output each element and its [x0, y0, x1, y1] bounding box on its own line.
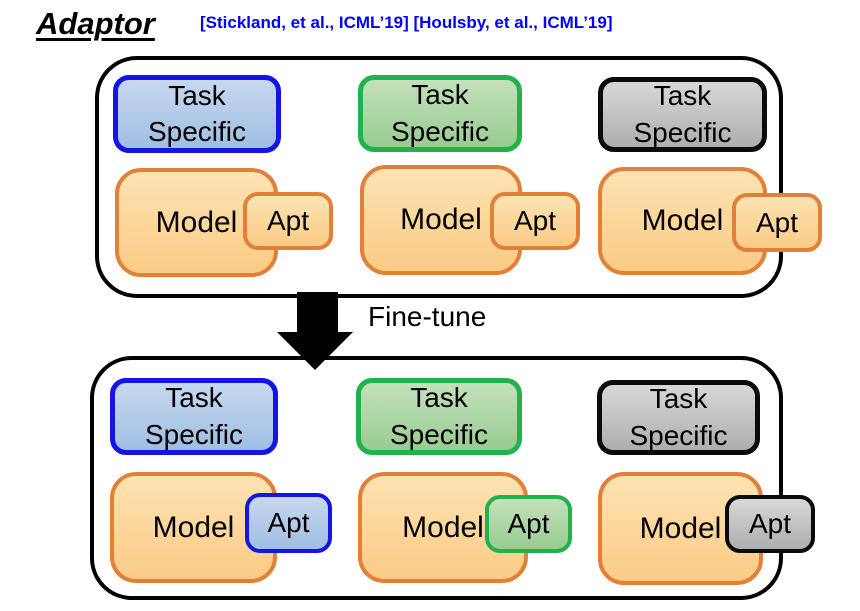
task-specific-label-line1: Task — [410, 382, 468, 414]
adapter-label: Apt — [266, 205, 310, 236]
adapter-label: Apt — [507, 508, 550, 539]
page-title: Adaptor — [36, 6, 155, 41]
model-box: Model — [358, 472, 528, 583]
model-label: Model — [400, 203, 482, 236]
task-specific-label-line2: Specific — [390, 115, 490, 147]
adapter-box: Apt — [725, 495, 815, 553]
fine-tune-label: Fine-tune — [368, 301, 487, 332]
adapter-label: Apt — [513, 205, 557, 236]
adapter-label: Apt — [755, 206, 799, 238]
task-specific-label-line2: Specific — [147, 116, 247, 147]
task-specific-box: Task Specific — [597, 380, 760, 455]
task-specific-box: Task Specific — [598, 77, 767, 152]
task-specific-label-line2: Specific — [629, 419, 728, 451]
adapter-box: Apt — [243, 192, 333, 250]
model-label: Model — [639, 511, 722, 545]
task-specific-label-line1: Task — [168, 79, 226, 111]
task-specific-label-line2: Specific — [633, 116, 732, 148]
task-specific-label-line1: Task — [649, 383, 708, 415]
task-specific-label-line1: Task — [411, 79, 469, 111]
adapter-label: Apt — [267, 507, 310, 538]
adapter-box: Apt — [245, 493, 332, 553]
task-specific-box: Task Specific — [110, 378, 278, 455]
task-specific-label-line2: Specific — [389, 418, 489, 450]
model-label: Model — [641, 204, 724, 237]
adapter-box: Apt — [490, 192, 580, 250]
task-specific-label-line1: Task — [653, 80, 712, 112]
model-label: Model — [152, 510, 235, 544]
task-specific-box: Task Specific — [356, 378, 522, 455]
task-specific-label-line2: Specific — [144, 418, 244, 450]
citations: [Stickland, et al., ICML’19] [Houlsby, e… — [200, 13, 613, 32]
task-specific-box: Task Specific — [358, 75, 522, 152]
down-arrow-icon — [297, 292, 338, 333]
model-box: Model — [360, 165, 522, 275]
down-arrow-icon — [277, 332, 353, 370]
adapter-box: Apt — [732, 193, 822, 252]
task-specific-box: Task Specific — [113, 75, 281, 153]
model-box: Model — [598, 167, 767, 275]
model-label: Model — [402, 510, 484, 544]
adapter-box: Apt — [485, 495, 572, 553]
model-label: Model — [155, 205, 238, 239]
adapter-label: Apt — [748, 508, 792, 539]
task-specific-label-line1: Task — [165, 382, 223, 414]
